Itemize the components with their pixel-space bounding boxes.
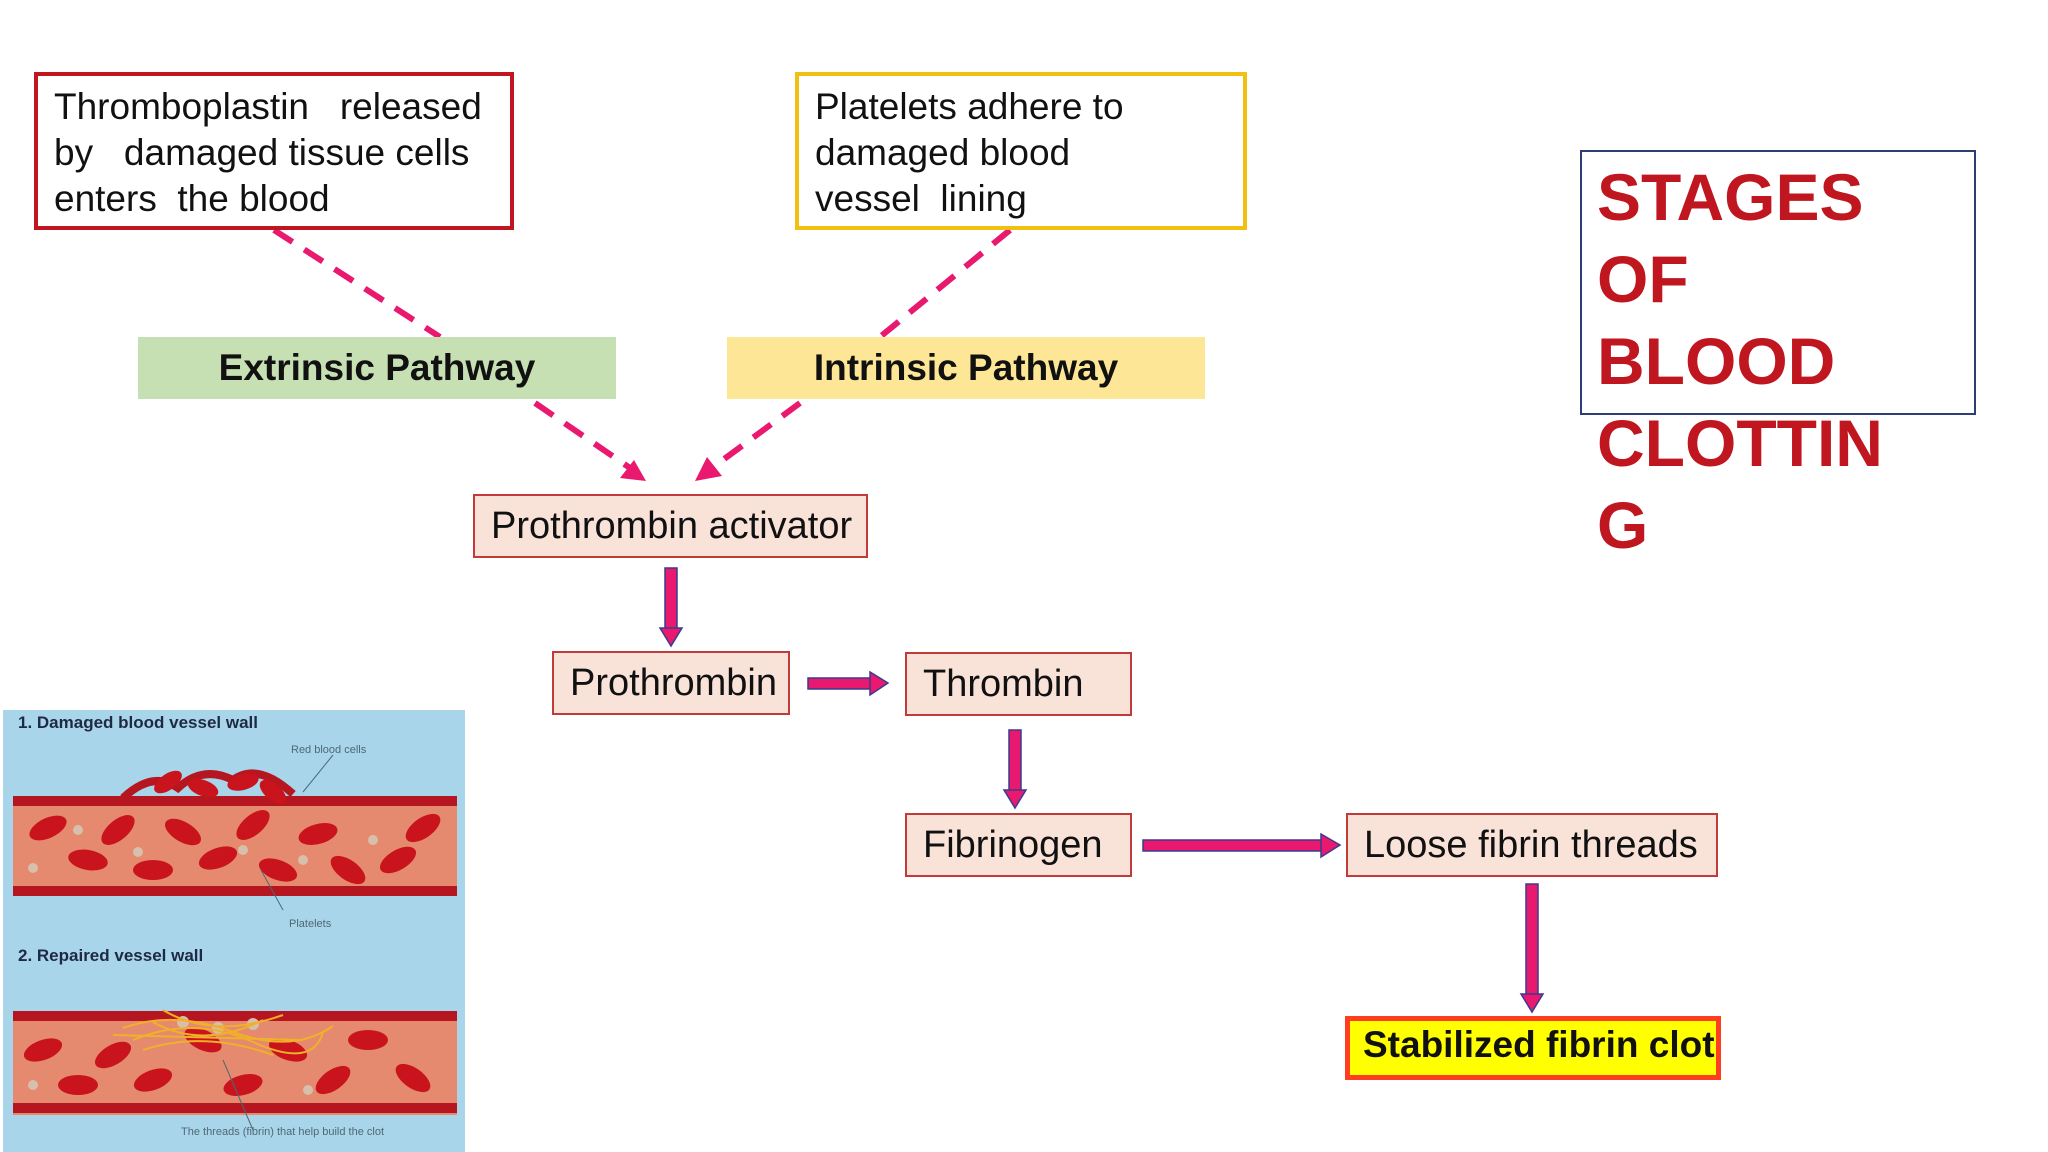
- arrowhead-extrinsic: [620, 460, 646, 481]
- intrinsic-pathway-bar: Intrinsic Pathway: [727, 337, 1205, 399]
- loose-fibrin-node: Loose fibrin threads: [1346, 813, 1718, 877]
- arrow-prothrombin-to-thrombin: [807, 670, 890, 697]
- dashed-connector-thromboplastin: [272, 227, 442, 340]
- loose-fibrin-label: Loose fibrin threads: [1364, 823, 1698, 866]
- slide-title: STAGES OF BLOOD CLOTTIN G: [1597, 156, 2017, 566]
- title-frame: [1580, 150, 1976, 415]
- intrinsic-pathway-label: Intrinsic Pathway: [813, 347, 1119, 388]
- thrombin-label: Thrombin: [923, 662, 1084, 705]
- platelets-line-3: vessel lining: [815, 178, 1027, 219]
- panel2-label: 2. Repaired vessel wall: [18, 946, 204, 965]
- platelets-line-1: Platelets adhere to: [815, 86, 1124, 127]
- title-line-5: G: [1597, 488, 1649, 562]
- rbc-label: Red blood cells: [291, 744, 367, 756]
- thromboplastin-line-1: Thromboplastin released: [54, 86, 482, 127]
- damaged-vessel: [13, 754, 457, 911]
- title-line-3: BLOOD: [1597, 324, 1836, 398]
- fibrinogen-node: Fibrinogen: [905, 813, 1132, 877]
- dashed-arrow-extrinsic: [533, 400, 632, 471]
- prothrombin-activator-label: Prothrombin activator: [491, 504, 853, 547]
- arrowhead-intrinsic: [695, 457, 722, 481]
- thrombin-node: Thrombin: [905, 652, 1132, 716]
- arrow-thrombin-to-fibrinogen: [1002, 729, 1028, 810]
- thromboplastin-box: Thromboplastin released by damaged tissu…: [34, 72, 514, 230]
- thromboplastin-line-2: by damaged tissue cells: [54, 132, 470, 173]
- repaired-vessel: [13, 1009, 457, 1131]
- platelets-line-2: damaged blood: [815, 132, 1071, 173]
- dashed-arrow-intrinsic: [710, 400, 802, 471]
- arrow-fibrinogen-to-loose-fibrin: [1142, 832, 1342, 859]
- arrow-activator-to-prothrombin: [658, 567, 684, 648]
- extrinsic-pathway-label: Extrinsic Pathway: [218, 347, 536, 388]
- title-line-4: CLOTTIN: [1597, 406, 1883, 480]
- platelets-label: Platelets: [289, 918, 332, 930]
- fibrinogen-label: Fibrinogen: [923, 823, 1103, 866]
- prothrombin-activator-node: Prothrombin activator: [473, 494, 868, 558]
- title-line-2: OF: [1597, 242, 1689, 316]
- title-line-1: STAGES: [1597, 160, 1864, 234]
- vessel-illustration: 1. Damaged blood vessel wall Red blood c…: [3, 710, 465, 1152]
- stabilized-clot-label: Stabilized fibrin clot: [1363, 1024, 1715, 1065]
- platelets-box: Platelets adhere to damaged blood vessel…: [795, 72, 1247, 230]
- dashed-connector-platelets: [878, 227, 1012, 340]
- extrinsic-pathway-bar: Extrinsic Pathway: [138, 337, 616, 399]
- thromboplastin-line-3: enters the blood: [54, 178, 330, 219]
- stabilized-clot-node: [1345, 1016, 1721, 1080]
- vessel-drawing: [13, 754, 457, 1131]
- arrow-loose-fibrin-to-stabilized: [1519, 883, 1545, 1014]
- prothrombin-node: Prothrombin: [552, 651, 790, 715]
- threads-label: The threads (fibrin) that help build the…: [181, 1126, 385, 1138]
- prothrombin-label: Prothrombin: [570, 661, 777, 704]
- panel1-label: 1. Damaged blood vessel wall: [18, 713, 258, 732]
